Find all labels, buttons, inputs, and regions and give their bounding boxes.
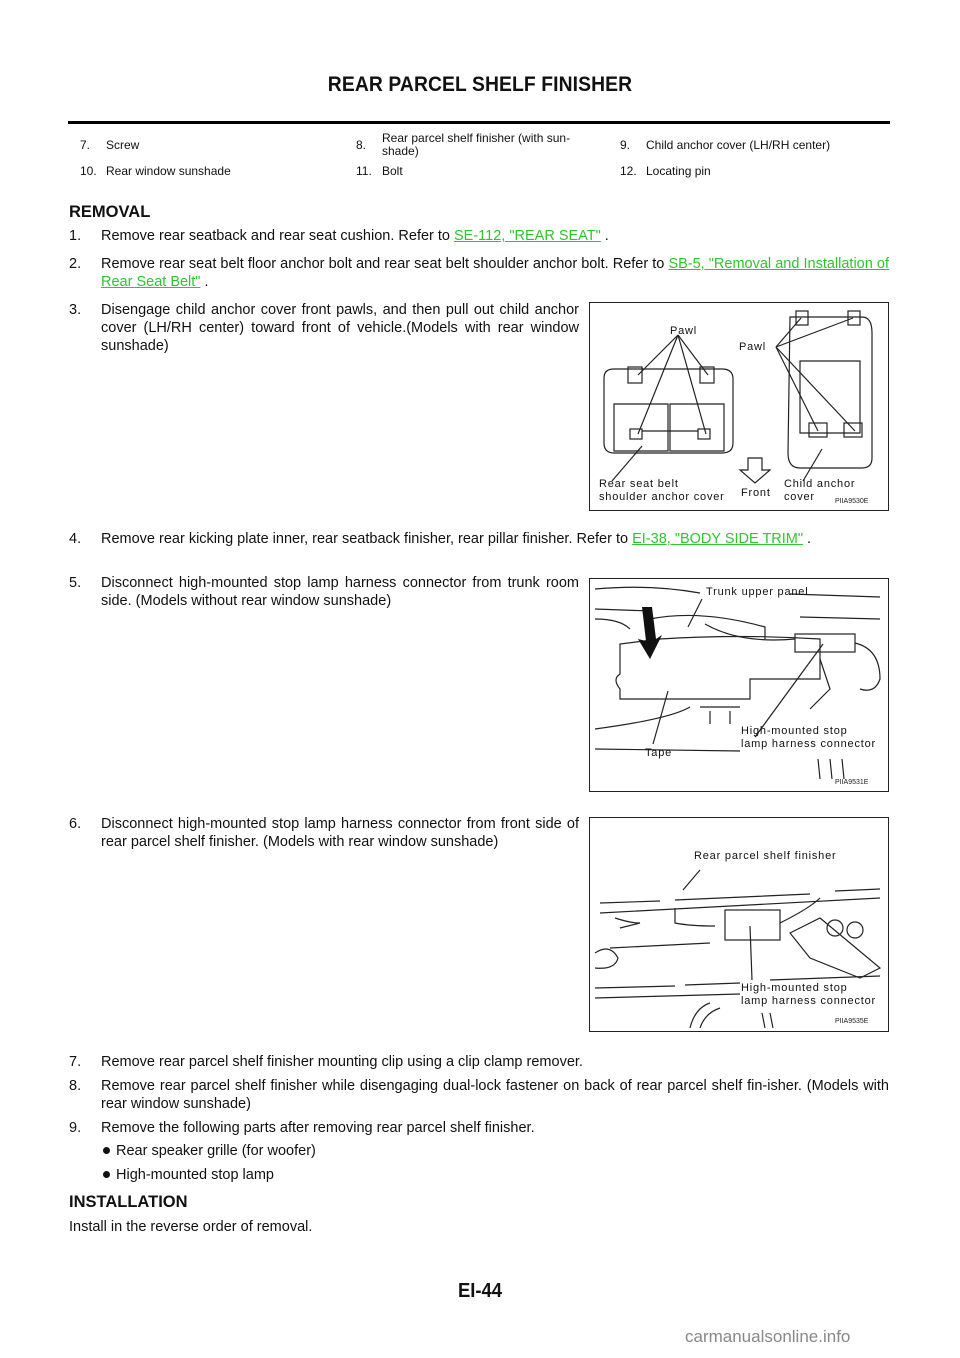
legend-label: Rear parcel shelf finisher (with sun-sha… <box>382 131 571 158</box>
ref-link-se-112[interactable]: SE-112, "REAR SEAT" <box>454 228 601 244</box>
legend-num: 12. <box>620 164 637 178</box>
label-shoulder-anchor-cover: shoulder anchor cover <box>599 491 725 503</box>
installation-body: Install in the reverse order of removal. <box>69 1219 313 1235</box>
step-6: 6. Disconnect high-mounted stop lamp har… <box>69 815 579 851</box>
step-text: Disengage child anchor cover front pawls… <box>101 302 579 354</box>
figure-trunk-connector: Trunk upper panel High-mounted stop lamp… <box>589 578 889 792</box>
label-cover: cover <box>784 491 815 503</box>
bullet-text: Rear speaker grille (for woofer) <box>116 1143 316 1159</box>
watermark: carmanualsonline.info <box>685 1327 851 1346</box>
step-3: 3. Disengage child anchor cover front pa… <box>69 301 579 355</box>
legend-item: 12. Locating pin <box>620 158 711 184</box>
trunk-connector-illustration <box>594 586 881 780</box>
legend-item: 11. Bolt <box>356 158 403 184</box>
legend-num: 7. <box>80 138 91 152</box>
step-4: 4. Remove rear kicking plate inner, rear… <box>69 530 889 548</box>
bullet-icon <box>103 1146 110 1154</box>
step-text: Remove rear kicking plate inner, rear se… <box>101 531 633 547</box>
legend-label: Child anchor cover (LH/RH center) <box>646 138 831 152</box>
installation-text: Install in the reverse order of removal. <box>69 1218 889 1236</box>
legend-num: 8. <box>356 138 367 152</box>
legend-item: 7. Screw <box>80 132 139 158</box>
step-text: Remove rear seat belt floor anchor bolt … <box>101 256 669 272</box>
legend-item: 10. Rear window sunshade <box>80 158 231 184</box>
child-anchor-illustration <box>603 310 873 484</box>
legend-label: Locating pin <box>646 164 711 178</box>
label-child-anchor: Child anchor <box>784 478 856 490</box>
figure-parcel-shelf-connector: Rear parcel shelf finisher High-mounted … <box>589 817 889 1032</box>
bullet-item: High-mounted stop lamp <box>103 1167 274 1183</box>
step-number: 7. <box>69 1054 82 1070</box>
step-suffix: . <box>600 228 609 244</box>
header-rule <box>68 121 890 124</box>
installation-heading: INSTALLATION <box>69 1193 188 1211</box>
label-rear-parcel-shelf-finisher: Rear parcel shelf finisher <box>694 850 837 862</box>
step-7: 7. Remove rear parcel shelf finisher mou… <box>69 1053 889 1071</box>
label-lamp-harness-connector: lamp harness connector <box>741 995 876 1007</box>
step-number: 8. <box>69 1078 82 1094</box>
legend-item: 8. Rear parcel shelf finisher (with sun-s… <box>356 132 582 158</box>
legend-row: 7. Screw 8. Rear parcel shelf finisher (wi… <box>68 132 890 158</box>
step-text: Remove rear seatback and rear seat cushi… <box>101 228 455 244</box>
legend-num: 10. <box>80 164 97 178</box>
ref-link-sb-5[interactable]: SB-5, "Removal and Installation of Rear … <box>101 256 889 290</box>
label-pawl-left: Pawl <box>670 325 698 337</box>
label-lamp-harness-connector: lamp harness connector <box>741 738 876 750</box>
legend-item: 9. Child anchor cover (LH/RH center) <box>620 132 830 158</box>
label-rear-seat-belt: Rear seat belt <box>599 478 679 490</box>
step-text: Disconnect high-mounted stop lamp harnes… <box>101 575 579 609</box>
label-high-mounted-stop: High-mounted stop <box>741 982 848 994</box>
figure-code: PIIA9535E <box>835 1018 869 1025</box>
page-number: EI-44 <box>458 1280 502 1302</box>
figure-child-anchor-cover: Pawl Pawl Rear seat belt shoulder anchor… <box>589 302 889 511</box>
bullet-text: High-mounted stop lamp <box>116 1167 274 1183</box>
legend-label: Bolt <box>382 164 403 178</box>
step-number: 6. <box>69 816 82 832</box>
step-number: 5. <box>69 575 82 591</box>
step-text: Remove rear parcel shelf finisher while … <box>101 1078 889 1112</box>
step-number: 2. <box>69 256 82 272</box>
parts-legend-table: 7. Screw 8. Rear parcel shelf finisher (wi… <box>68 132 890 184</box>
label-front: Front <box>741 487 771 499</box>
step-5: 5. Disconnect high-mounted stop lamp har… <box>69 574 579 610</box>
figure-code: PIIA9530E <box>835 498 869 505</box>
label-trunk-upper-panel: Trunk upper panel <box>706 586 809 598</box>
bullet-item: Rear speaker grille (for woofer) <box>103 1143 316 1159</box>
step-number: 3. <box>69 302 82 318</box>
step-number: 9. <box>69 1120 82 1136</box>
removal-heading: REMOVAL <box>69 203 151 221</box>
step-number: 1. <box>69 228 82 244</box>
step-text: Remove the following parts after removin… <box>101 1120 535 1136</box>
label-tape: Tape <box>645 747 673 759</box>
ref-link-ei-38[interactable]: EI-38, "BODY SIDE TRIM" <box>632 531 804 547</box>
step-1: 1. Remove rear seatback and rear seat cu… <box>69 227 889 245</box>
legend-num: 9. <box>620 138 631 152</box>
step-2: 2. Remove rear seat belt floor anchor bo… <box>69 255 889 291</box>
label-pawl-right: Pawl <box>739 341 767 353</box>
label-high-mounted-stop: High-mounted stop <box>741 725 848 737</box>
step-number: 4. <box>69 531 82 547</box>
legend-label: Rear window sunshade <box>106 164 231 178</box>
step-text: Remove rear parcel shelf finisher mounti… <box>101 1054 583 1070</box>
step-text: Disconnect high-mounted stop lamp harnes… <box>101 816 579 850</box>
figure-code: PIIA9531E <box>835 779 869 786</box>
page-title: REAR PARCEL SHELF FINISHER <box>327 73 633 96</box>
parcel-shelf-connector-illustration <box>594 869 882 1029</box>
legend-label: Screw <box>106 138 140 152</box>
bullet-icon <box>103 1170 110 1178</box>
legend-num: 11. <box>356 164 372 178</box>
step-8: 8. Remove rear parcel shelf finisher whi… <box>69 1077 889 1113</box>
step-suffix: . <box>200 274 209 290</box>
step-suffix: . <box>803 531 812 547</box>
step-9: 9. Remove the following parts after remo… <box>69 1119 889 1137</box>
legend-row: 10. Rear window sunshade 11. Bolt 12. Locat… <box>68 158 890 184</box>
